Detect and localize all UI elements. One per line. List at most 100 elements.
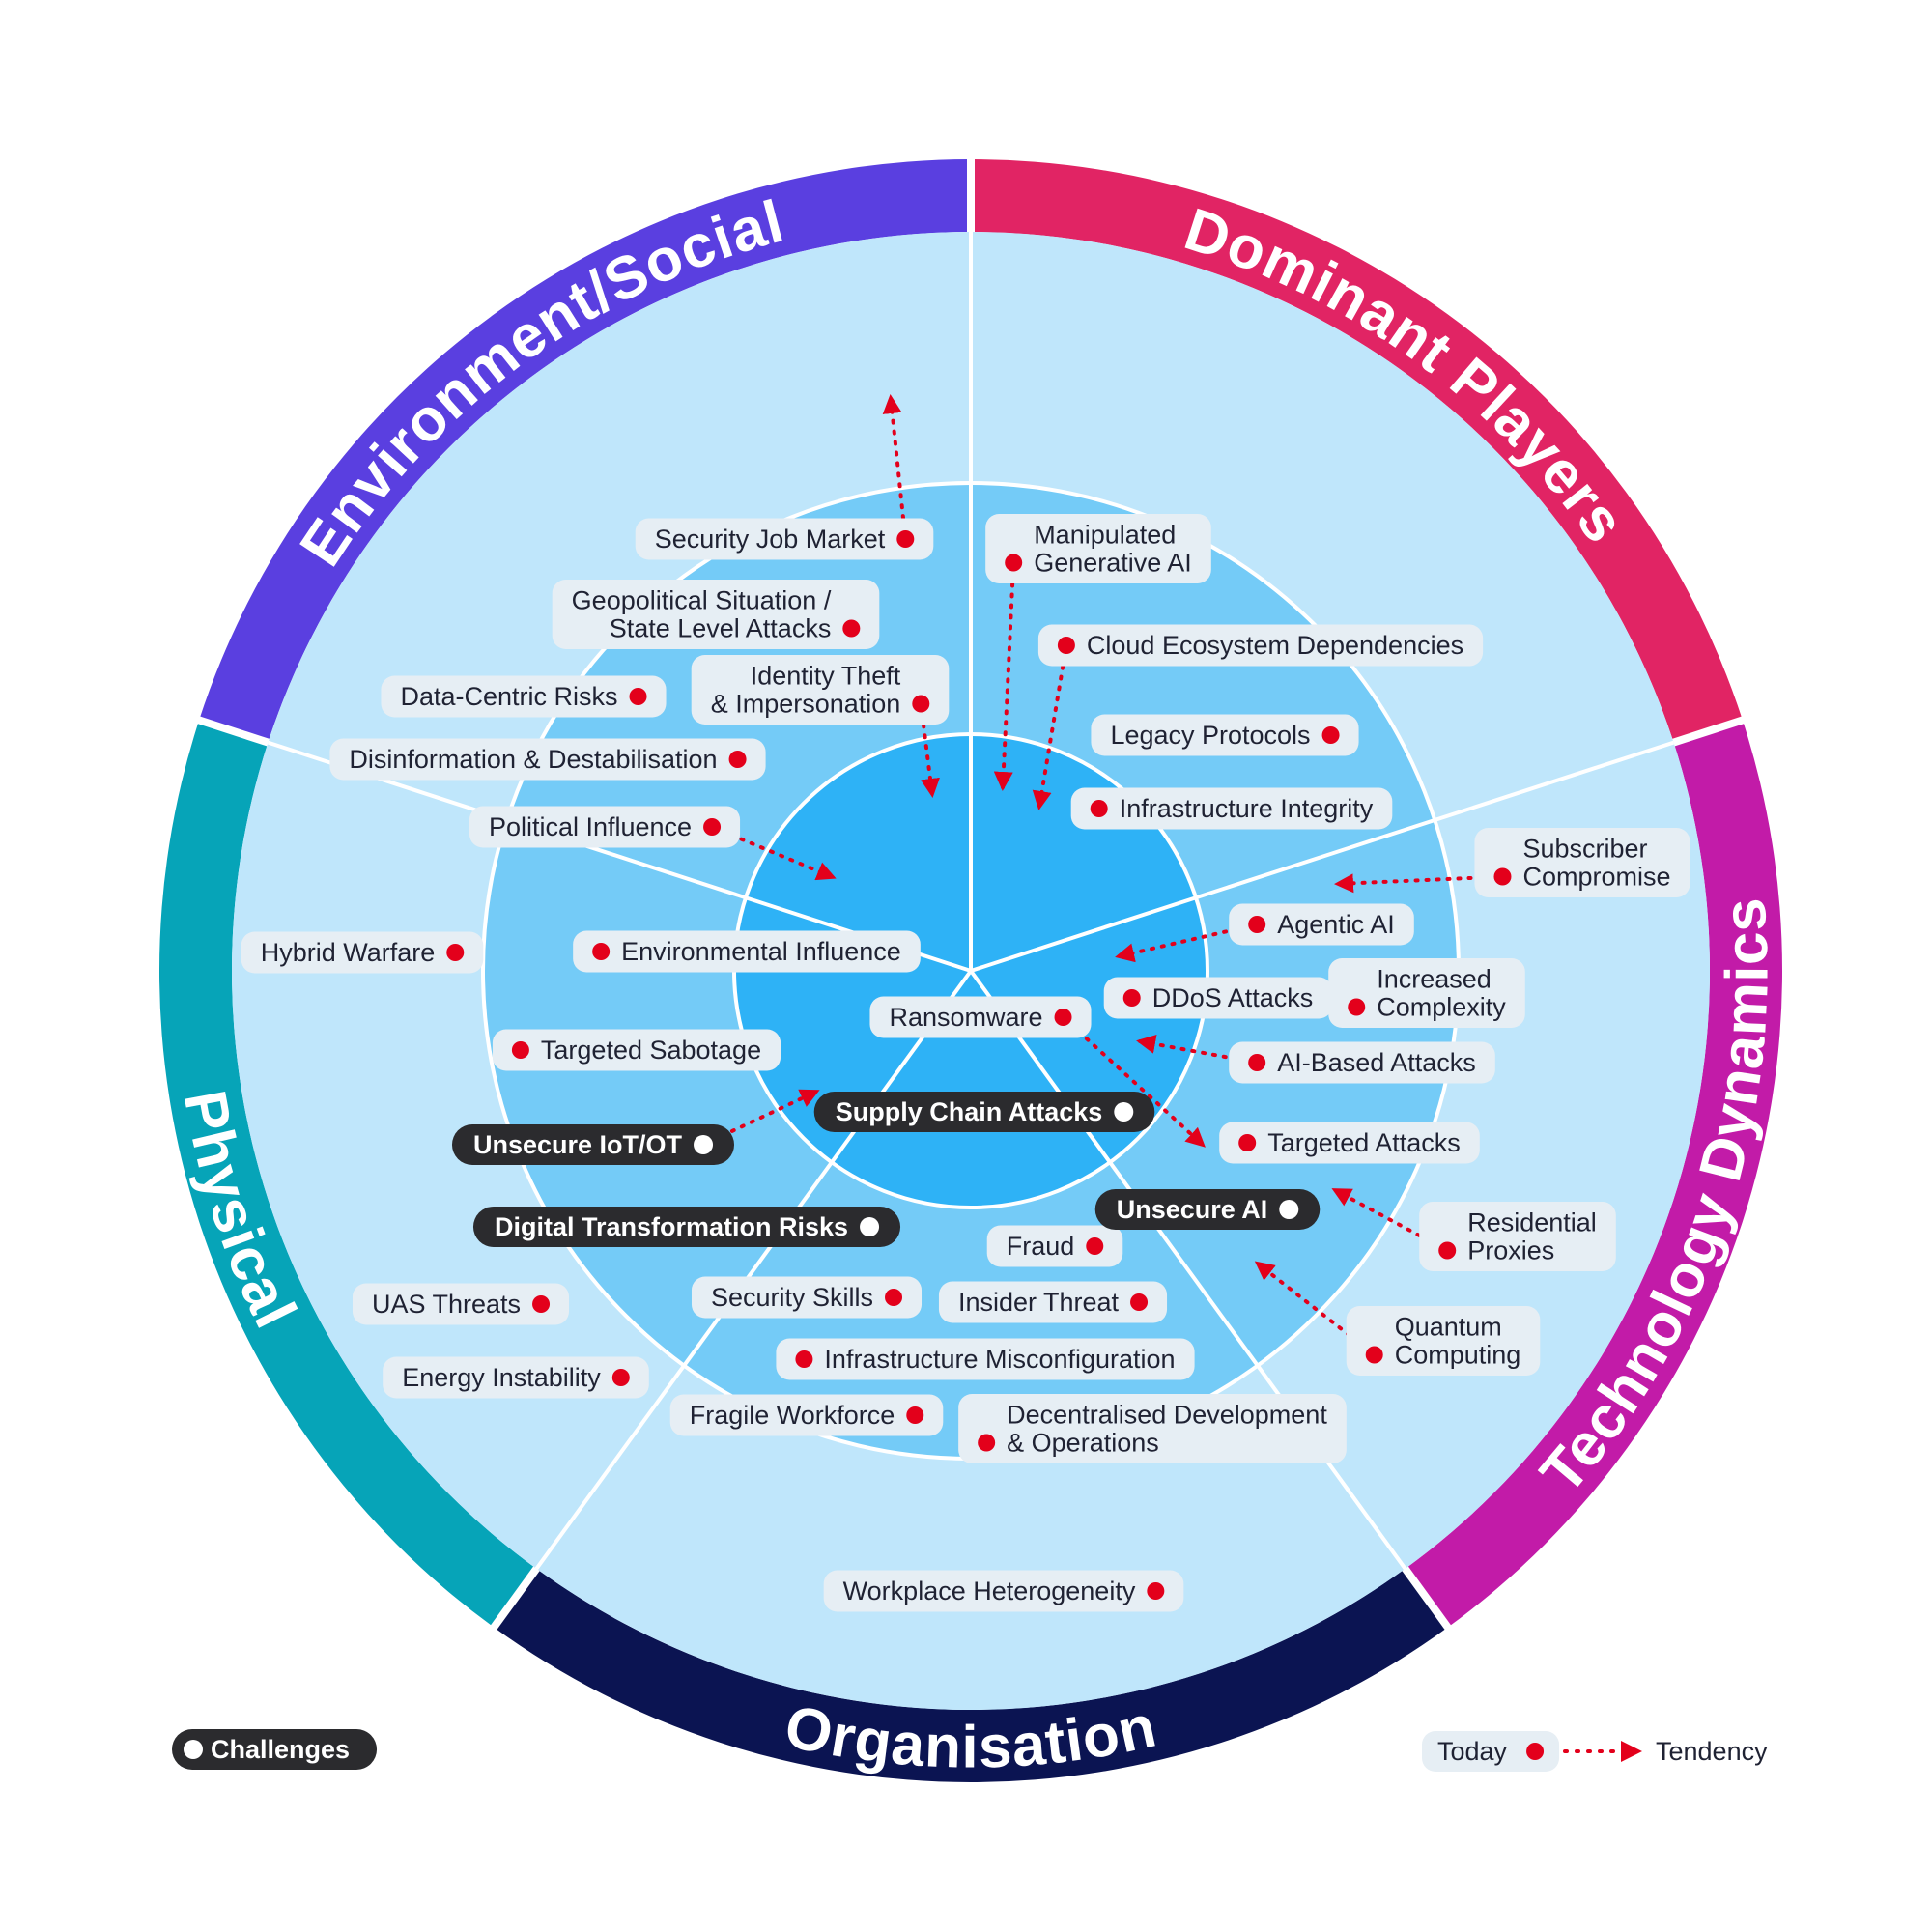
item-label: Compromise [1522, 863, 1670, 892]
today-dot [978, 1434, 996, 1452]
risk-item-data-centric-risks[interactable]: Data-Centric Risks [381, 675, 667, 718]
item-pill [492, 1029, 781, 1071]
challenge-label: Supply Chain Attacks [836, 1097, 1103, 1126]
item-label: DDoS Attacks [1152, 983, 1314, 1012]
item-label: & Impersonation [711, 690, 901, 719]
risk-item-political-influence[interactable]: Political Influence [469, 806, 741, 848]
challenge-label: Unsecure IoT/OT [473, 1130, 683, 1159]
today-dot [1493, 867, 1512, 886]
legend-tendency-label: Tendency [1656, 1737, 1768, 1766]
challenge-pill [813, 1092, 1155, 1132]
legend-challenges-dot [184, 1740, 203, 1759]
risk-item-fragile-workforce[interactable]: Fragile Workforce [669, 1394, 944, 1436]
sector-band-dominant-players [971, 159, 1743, 743]
item-pill [241, 931, 484, 974]
today-dot [842, 619, 861, 638]
item-label: Political Influence [489, 812, 692, 841]
risk-item-infrastructure-integrity[interactable]: Infrastructure Integrity [1070, 787, 1393, 830]
band-gap [488, 1564, 541, 1634]
risk-item-workplace-heterogeneity[interactable]: Workplace Heterogeneity [823, 1570, 1184, 1612]
risk-item-security-job-market[interactable]: Security Job Market [635, 518, 934, 560]
risk-item-energy-instability[interactable]: Energy Instability [383, 1356, 649, 1399]
item-label: Infrastructure Integrity [1120, 794, 1374, 823]
risk-item-fraud[interactable]: Fraud [986, 1225, 1123, 1267]
item-pill [869, 996, 1092, 1038]
item-pill [469, 806, 741, 848]
risk-item-environmental-influence[interactable]: Environmental Influence [573, 930, 921, 973]
risk-item-geopolitical-situation[interactable]: Geopolitical Situation /State Level Atta… [552, 580, 880, 649]
legend-tendency: Tendency [1563, 1737, 1768, 1766]
item-pill [691, 655, 950, 724]
item-label: Workplace Heterogeneity [843, 1577, 1136, 1605]
item-pill [1474, 828, 1690, 897]
item-label: UAS Threats [372, 1290, 521, 1319]
risk-item-ai-based-attacks[interactable]: AI-Based Attacks [1229, 1041, 1495, 1084]
today-dot [629, 688, 647, 705]
today-dot [592, 943, 611, 960]
today-dot [1005, 554, 1023, 572]
item-pill [1328, 958, 1525, 1028]
risk-item-decentralised-development[interactable]: Decentralised Development& Operations [958, 1394, 1347, 1463]
challenge-supply-chain-attacks[interactable]: Supply Chain Attacks [813, 1092, 1155, 1132]
item-label: Generative AI [1034, 549, 1192, 578]
risk-item-legacy-protocols[interactable]: Legacy Protocols [1091, 714, 1359, 756]
item-label: State Level Attacks [610, 614, 832, 643]
today-dot [795, 1350, 813, 1368]
challenge-dot [1114, 1102, 1134, 1122]
item-pill [1229, 903, 1414, 946]
item-pill [1219, 1122, 1480, 1164]
item-label: Infrastructure Misconfiguration [824, 1345, 1175, 1374]
legend-tendency-arrowhead [1621, 1741, 1642, 1762]
item-pill [823, 1570, 1184, 1612]
item-pill [381, 675, 667, 718]
item-pill [1103, 977, 1333, 1019]
risk-item-disinformation[interactable]: Disinformation & Destabilisation [329, 738, 766, 781]
risk-item-uas-threats[interactable]: UAS Threats [352, 1283, 570, 1325]
today-dot [885, 1289, 903, 1306]
risk-item-cloud-ecosystem[interactable]: Cloud Ecosystem Dependencies [1037, 624, 1484, 667]
today-dot [1090, 800, 1108, 817]
today-dot [1238, 1134, 1257, 1151]
challenge-unsecure-iot-ot[interactable]: Unsecure IoT/OT [451, 1124, 735, 1165]
item-label: & Operations [1007, 1429, 1159, 1458]
challenge-unsecure-ai[interactable]: Unsecure AI [1094, 1189, 1321, 1230]
item-pill [938, 1281, 1168, 1323]
risk-item-security-skills[interactable]: Security Skills [691, 1276, 923, 1319]
sector-band-environment-social [199, 159, 971, 743]
legend: Challenges Today Tendency [172, 1729, 1768, 1772]
challenge-dot [694, 1135, 714, 1154]
risk-item-ddos-attacks[interactable]: DDoS Attacks [1103, 977, 1333, 1019]
risk-item-ransomware[interactable]: Ransomware [869, 996, 1092, 1038]
today-dot [896, 530, 915, 548]
risk-item-insider-threat[interactable]: Insider Threat [938, 1281, 1168, 1323]
tendency-arrow-cloud-ecosystem [1032, 643, 1068, 810]
risk-item-agentic-ai[interactable]: Agentic AI [1229, 903, 1414, 946]
item-pill [1091, 714, 1359, 756]
risk-item-hybrid-warfare[interactable]: Hybrid Warfare [241, 931, 484, 974]
challenge-digital-transformation-risks[interactable]: Digital Transformation Risks [472, 1207, 901, 1247]
risk-item-identity-theft[interactable]: Identity Theft& Impersonation [691, 655, 950, 724]
legend-challenges-label: Challenges [211, 1735, 350, 1764]
item-pill [383, 1356, 649, 1399]
legend-today-label: Today [1437, 1737, 1508, 1766]
today-dot [906, 1406, 924, 1424]
item-pill [329, 738, 766, 781]
item-label: Targeted Attacks [1267, 1128, 1461, 1157]
today-dot [1438, 1241, 1457, 1260]
risk-item-targeted-attacks[interactable]: Targeted Attacks [1219, 1122, 1480, 1164]
sector-divider [970, 740, 1675, 973]
item-label: Agentic AI [1277, 910, 1395, 939]
risk-item-targeted-sabotage[interactable]: Targeted Sabotage [492, 1029, 781, 1071]
challenge-dot [860, 1217, 880, 1236]
today-dot [1348, 998, 1366, 1016]
risk-item-infrastructure-misconfiguration[interactable]: Infrastructure Misconfiguration [776, 1338, 1195, 1380]
challenge-pill [1094, 1189, 1321, 1230]
item-pill [1419, 1202, 1616, 1271]
item-pill [669, 1394, 944, 1436]
